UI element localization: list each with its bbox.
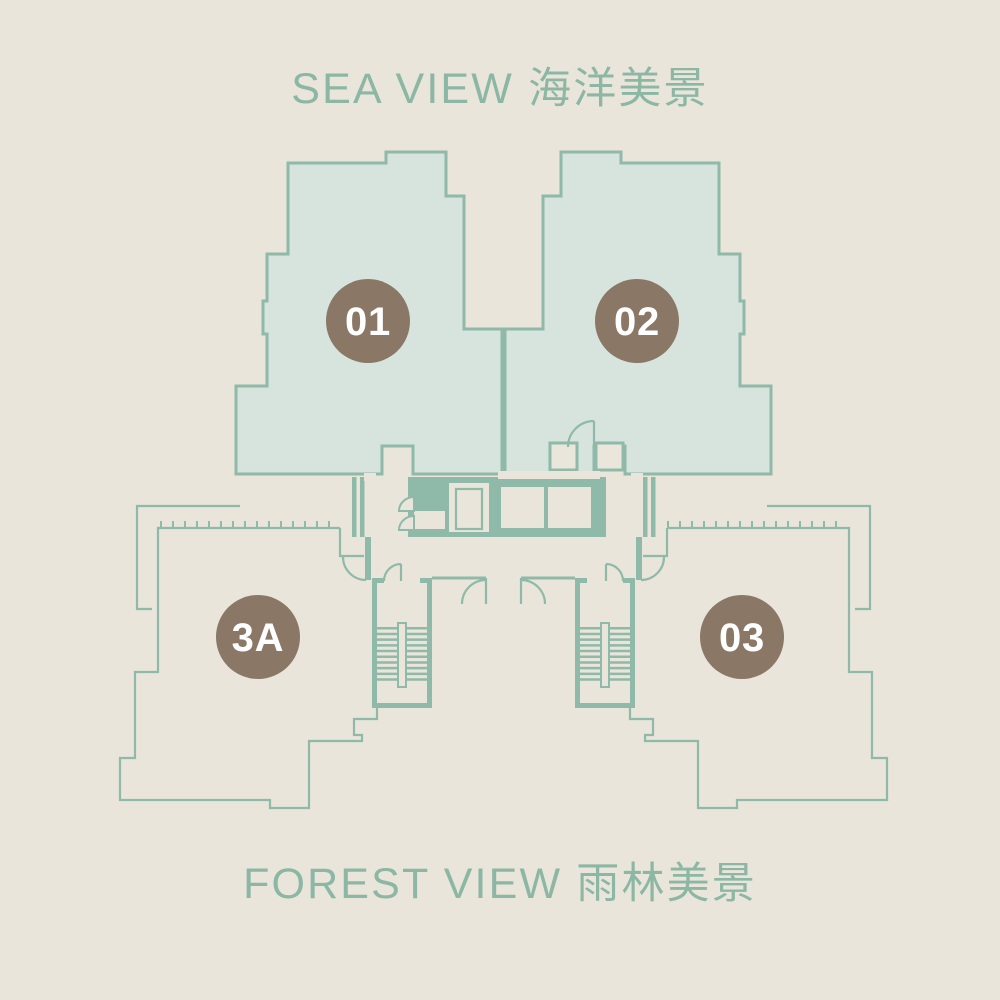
lift-shaft-1 [501, 487, 544, 528]
unit-3a-badge[interactable]: 3A [216, 595, 300, 679]
lobby-door-arc-right-icon [520, 578, 547, 605]
wall-gap-right [631, 473, 643, 481]
unit-3a-balcony-line [135, 504, 240, 611]
unit-02-room-b [594, 441, 625, 472]
wall-gap-left [364, 473, 376, 481]
unit-badges: 01 02 3A 03 [216, 279, 784, 679]
unit-02-door-arc-icon [566, 419, 595, 448]
corridor-opening [498, 471, 600, 479]
badge-label-3a: 3A [232, 616, 285, 660]
sea-view-label: SEA VIEW 海洋美景 [291, 65, 708, 113]
unit-01-badge[interactable]: 01 [326, 279, 410, 363]
core-drop-wall-right [636, 537, 642, 580]
stair-rail [397, 622, 407, 688]
core-block [352, 471, 656, 580]
core-side-wall-right-inner [643, 477, 648, 537]
badge-circle [216, 595, 300, 679]
unit-03-door-arc-icon [640, 556, 666, 582]
unit-3a-area[interactable] [118, 526, 379, 810]
stair-rail [600, 622, 610, 688]
core-drop-wall-left [365, 537, 371, 580]
core-side-wall-left-inner [360, 477, 365, 537]
unit-3a-entry-wall [338, 528, 364, 558]
lift-shaft-2 [548, 487, 591, 528]
core-side-wall-right-outer [651, 477, 656, 537]
unit-03-balcony-line [767, 504, 872, 611]
badge-circle [700, 595, 784, 679]
badge-circle [595, 279, 679, 363]
stair-tower-right [575, 562, 635, 708]
door-leaf-icon [397, 495, 415, 512]
unit-03-area[interactable] [628, 526, 889, 810]
stair-tower-left [372, 562, 432, 708]
badge-label-01: 01 [345, 300, 391, 344]
unit-03-badge[interactable]: 03 [700, 595, 784, 679]
door-leaf-icon [397, 514, 415, 531]
party-wall [500, 329, 507, 475]
unit-3a-door-arc-icon [341, 556, 367, 582]
unit-02-room-a [548, 441, 579, 472]
badge-circle [326, 279, 410, 363]
service-room-door [454, 487, 484, 531]
stair-door-arc-icon [382, 562, 402, 582]
badge-label-03: 03 [719, 616, 765, 660]
lower-lobby [432, 576, 575, 605]
small-room [414, 511, 445, 529]
forest-view-label: FOREST VIEW 雨林美景 [243, 860, 757, 908]
lobby-door-arc-left-icon [460, 578, 487, 605]
badge-label-02: 02 [614, 300, 660, 344]
forest-view-units [118, 504, 889, 810]
core-side-wall-left-outer [352, 477, 357, 537]
unit-03-entry-wall [643, 528, 669, 558]
stair-door-arc-icon [605, 562, 625, 582]
unit-02-badge[interactable]: 02 [595, 279, 679, 363]
